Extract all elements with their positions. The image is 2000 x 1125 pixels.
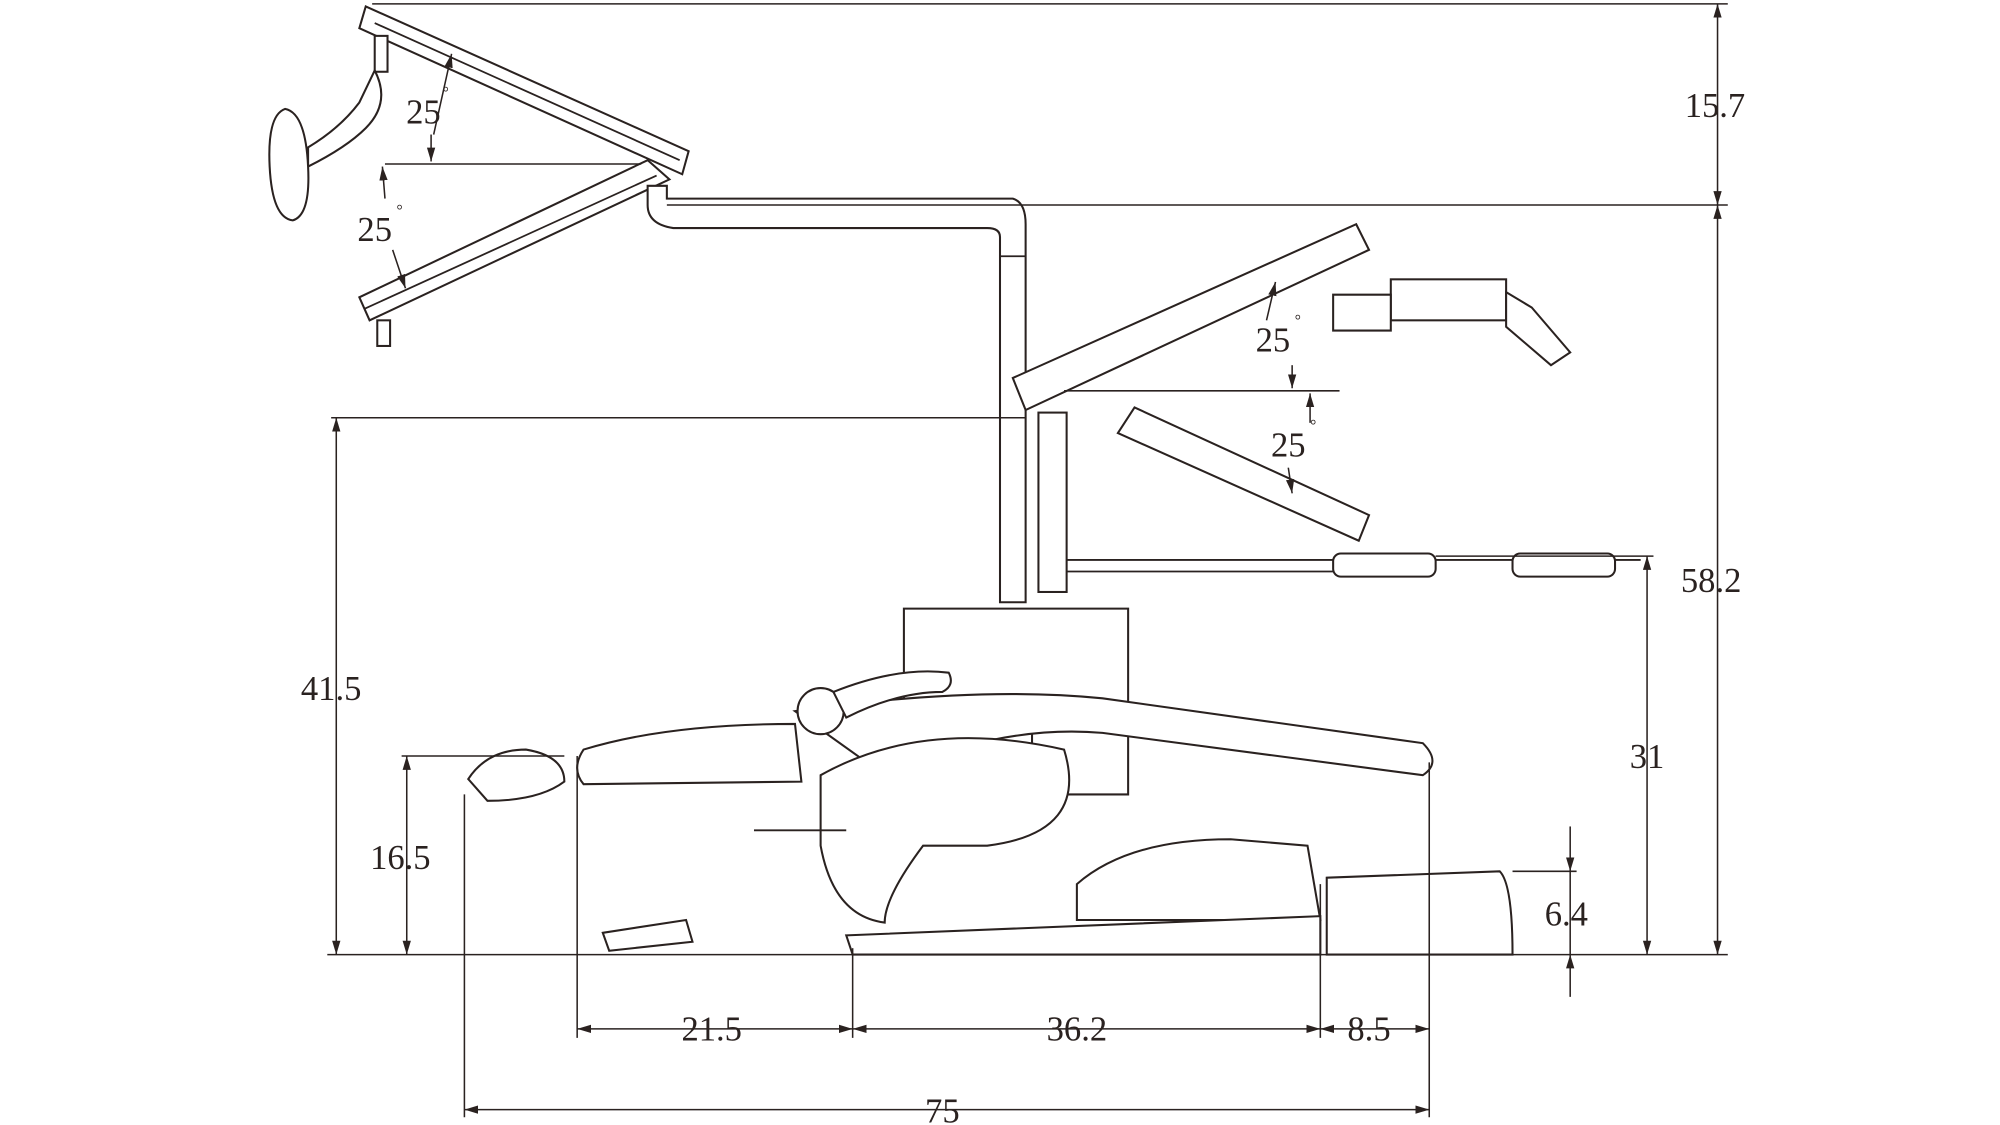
operating-light-assembly	[268, 4, 1027, 604]
dim-handpiece-height: 31	[1630, 738, 1665, 776]
degree-symbol: °	[443, 84, 449, 101]
chair-base-plate	[844, 915, 1322, 956]
tray-column	[1037, 411, 1068, 593]
light-post	[646, 184, 1027, 604]
dimension-labels: 15.7 58.2 41.5 16.5 31 6.4 21.5 36.2 8.5…	[301, 84, 1745, 1125]
upper-tray-arm	[1011, 222, 1371, 412]
dim-total-height: 58.2	[1681, 562, 1742, 600]
angle-light-up: 25	[406, 93, 441, 131]
base-end-box	[1325, 870, 1514, 956]
light-arm-end-cap	[376, 319, 392, 347]
armrest	[832, 670, 952, 719]
handpiece-2	[1511, 552, 1617, 578]
dim-base-end: 8.5	[1347, 1011, 1390, 1049]
tray-handle	[1505, 290, 1572, 367]
headrest	[466, 748, 566, 802]
dim-headrest-to-pivot: 21.5	[681, 1011, 742, 1049]
light-yoke	[307, 68, 383, 169]
chair-body	[466, 607, 1514, 956]
leg-rest	[576, 722, 803, 786]
light-head	[268, 107, 310, 222]
instrument-tray	[1389, 278, 1508, 322]
chair-lift-cover	[1075, 838, 1322, 922]
dim-tray-height: 41.5	[301, 670, 362, 708]
foot-control	[601, 918, 694, 952]
chair-base-housing	[819, 737, 1071, 924]
dim-foot-height: 6.4	[1545, 895, 1588, 933]
degree-symbol: °	[1310, 418, 1316, 435]
degree-symbol: °	[396, 202, 402, 219]
lower-tray-arm	[1116, 406, 1371, 543]
dim-total-length: 75	[925, 1093, 960, 1125]
angle-light-down: 25	[357, 211, 392, 249]
dim-pivot-to-base: 36.2	[1047, 1011, 1108, 1049]
dimension-lines	[327, 3, 1728, 1118]
dim-light-arm-height: 15.7	[1685, 87, 1746, 125]
degree-symbol: °	[1295, 312, 1301, 329]
instrument-tray-assembly	[1011, 222, 1641, 593]
angle-tray-up: 25	[1256, 321, 1291, 359]
dim-headrest-height: 16.5	[370, 839, 431, 877]
angle-tray-down: 25	[1271, 426, 1306, 464]
handpiece-1	[1332, 552, 1437, 578]
